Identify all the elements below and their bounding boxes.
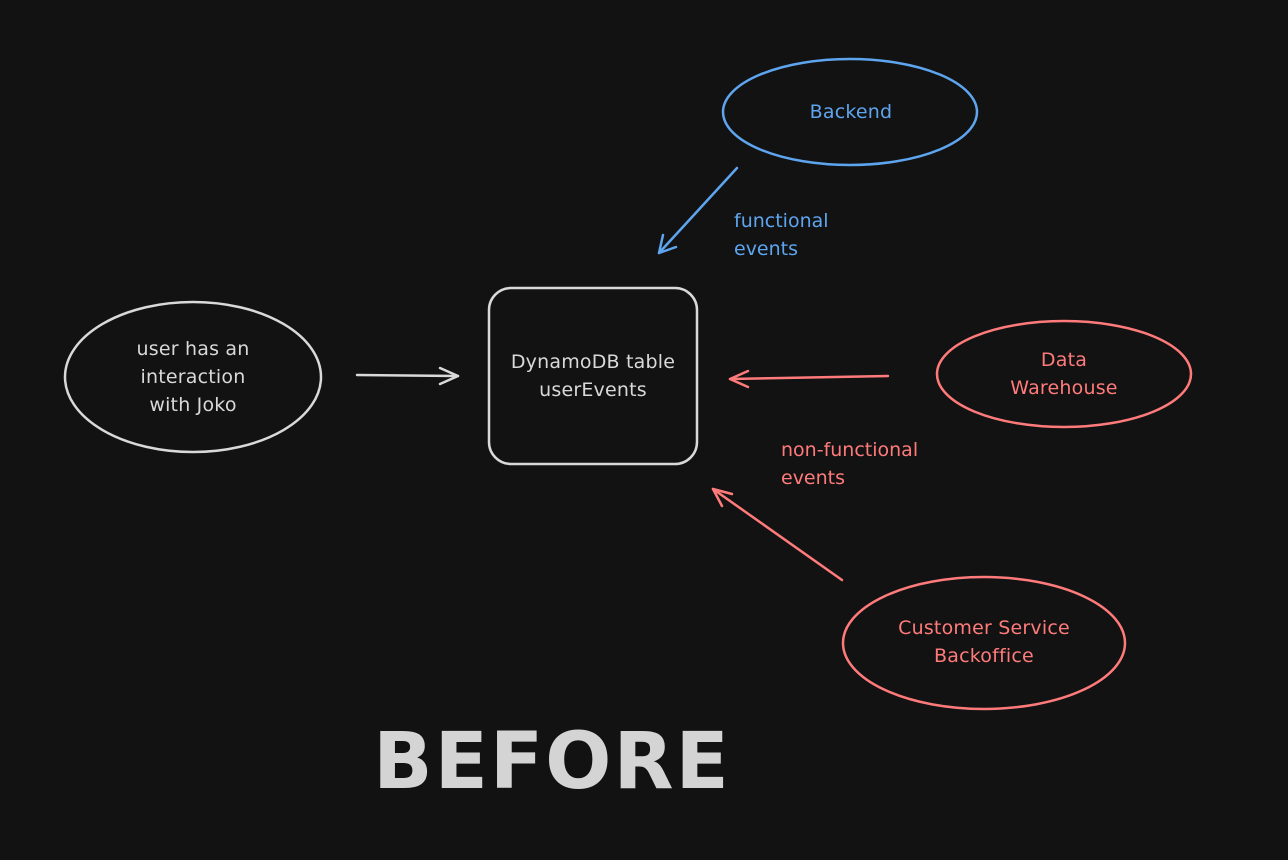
user-node-label: user has an interaction with Joko	[136, 338, 250, 416]
diagram-title: BEFORE	[373, 717, 731, 807]
arrow-backend-to-dynamodb[interactable]	[657, 166, 739, 255]
non-functional-events-label: non-functional events	[781, 439, 919, 489]
dynamodb-node-shape[interactable]	[487, 286, 699, 466]
data-warehouse-node-shape[interactable]	[935, 319, 1193, 429]
arrow-user-to-dynamodb[interactable]	[355, 366, 460, 386]
backend-node-shape[interactable]	[721, 57, 979, 167]
data-warehouse-node-label: Data Warehouse	[1010, 349, 1118, 399]
user-node-shape[interactable]	[63, 300, 323, 454]
customer-service-node-label: Customer Service Backoffice	[898, 617, 1070, 667]
backend-node-label: Backend	[809, 101, 893, 123]
customer-service-node-shape[interactable]	[841, 575, 1127, 711]
arrow-customer-service-to-dynamodb[interactable]	[711, 487, 844, 582]
dynamodb-node-label: DynamoDB table userEvents	[510, 351, 676, 401]
arrow-warehouse-to-dynamodb[interactable]	[728, 369, 890, 389]
functional-events-label: functional events	[734, 210, 829, 260]
